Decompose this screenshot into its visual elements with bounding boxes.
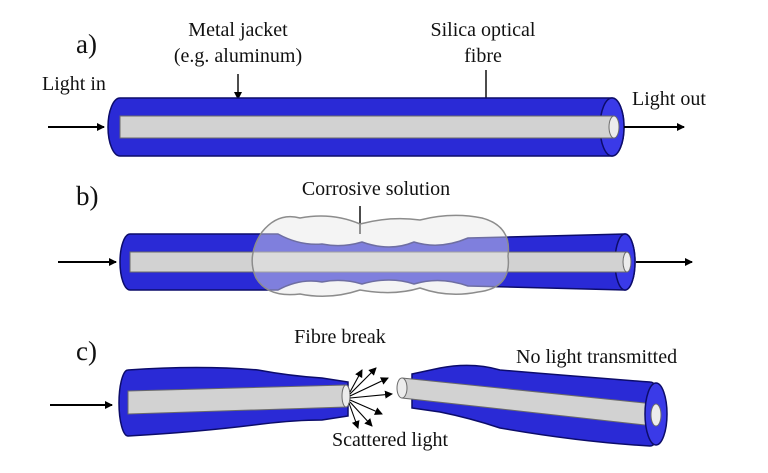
scatter-ray-1 [349, 367, 377, 395]
scatter-ray-3 [349, 390, 393, 399]
scattered-light-label: Scattered light [332, 429, 449, 451]
silica-fibre-label: Silica optical [431, 19, 536, 41]
right-broken-segment [396, 364, 668, 447]
fibre-core-b [129, 251, 632, 273]
silica-fibre-label-2: fibre [464, 45, 502, 67]
corrosive-solution-blob [251, 214, 510, 297]
scatter-ray-5 [349, 401, 373, 427]
panel-a: a) Light in Metal jacket (e.g. aluminum)… [42, 19, 706, 157]
panel-c: c) Fibre break No light transmitted Scat… [50, 326, 677, 451]
scatter-ray-6 [348, 402, 360, 429]
scatter-ray-2 [349, 377, 389, 397]
panel-c-label: c) [76, 336, 97, 366]
light-out-label: Light out [632, 88, 706, 110]
metal-jacket-example-label: (e.g. aluminum) [174, 45, 302, 67]
scattered-light-rays [348, 367, 393, 429]
scatter-ray-7 [349, 369, 363, 393]
panel-b-label: b) [76, 181, 99, 211]
no-light-transmitted-label: No light transmitted [516, 346, 677, 368]
corrosive-solution-label: Corrosive solution [302, 178, 450, 200]
scatter-ray-4 [349, 399, 383, 415]
metal-jacket-label: Metal jacket [188, 19, 288, 41]
fibre-break-label: Fibre break [294, 326, 386, 348]
silica-fibre-core [119, 115, 620, 139]
light-in-label: Light in [42, 73, 106, 95]
left-broken-segment [118, 366, 351, 437]
panel-b: b) Corrosive solution [58, 178, 693, 297]
panel-a-label: a) [76, 29, 97, 59]
